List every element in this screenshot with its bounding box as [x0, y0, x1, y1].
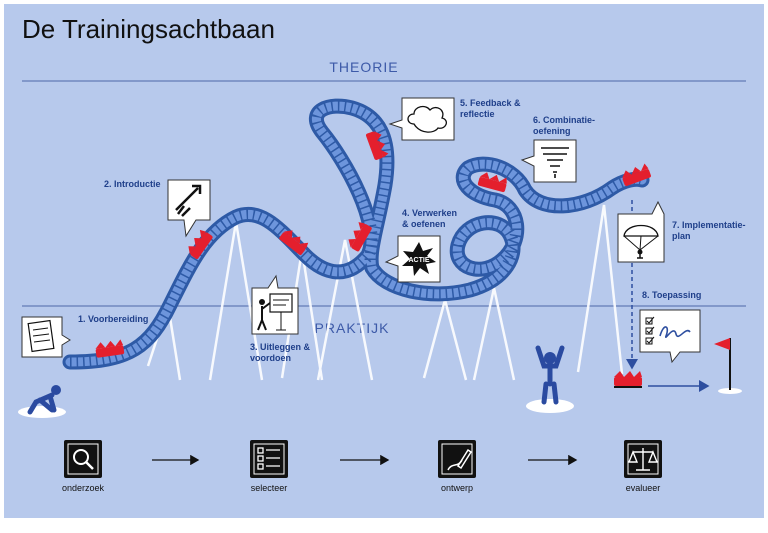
cart-1 — [95, 339, 125, 358]
coaster-track — [62, 98, 650, 370]
step-4-verwerken: 4. Verwerken & oefenen ACTIE — [384, 208, 457, 283]
process-label-ontwerp: ontwerp — [441, 483, 473, 493]
step-5-feedback: 5. Feedback & reflectie — [388, 97, 521, 141]
checklist-icon — [645, 317, 653, 325]
zone-practice-label: PRAKTIJK — [315, 320, 390, 336]
step-2-introductie: 2. Introductie — [104, 179, 211, 238]
step-1-label: 1. Voorbereiding — [78, 314, 148, 324]
step-8-label: 8. Toepassing — [642, 290, 701, 300]
step-6-combinatie: 6. Combinatie- oefening — [520, 115, 595, 183]
squiggle-icon — [659, 326, 691, 339]
step-5-label-line2: reflectie — [460, 109, 495, 119]
parachute-icon — [623, 224, 659, 237]
process-selecteer: selecteer — [250, 440, 288, 493]
process-label-selecteer: selecteer — [251, 483, 288, 493]
cart-2 — [188, 229, 213, 259]
action-burst-icon — [402, 242, 436, 276]
step-7-label-line1: 7. Implementatie- — [672, 220, 746, 230]
process-row: onderzoek selecteer ontwerp — [62, 440, 662, 493]
finish-flag-icon — [714, 338, 742, 394]
step-8-toepassing: 8. Toepassing — [639, 290, 701, 364]
process-label-evalueer: evalueer — [626, 483, 661, 493]
process-ontwerp: ontwerp — [438, 440, 476, 493]
scales-icon — [627, 448, 659, 471]
step-6-label-line2: oefening — [533, 126, 571, 136]
step-3-label-line1: 3. Uitleggen & — [250, 342, 311, 352]
step-3-uitleggen: 3. Uitleggen & voordoen — [250, 274, 311, 363]
process-evalueer: evalueer — [624, 440, 662, 493]
step-6-label-line1: 6. Combinatie- — [533, 115, 595, 125]
step-4-label-line1: 4. Verwerken — [402, 208, 457, 218]
cart-5 — [366, 131, 389, 160]
step-2-label: 2. Introductie — [104, 179, 161, 189]
process-label-onderzoek: onderzoek — [62, 483, 105, 493]
cart-7 — [622, 163, 651, 186]
starting-runner-icon — [18, 385, 66, 418]
action-badge: ACTIE — [409, 257, 430, 264]
step-5-label-line1: 5. Feedback & — [460, 98, 521, 108]
cart-landed — [614, 371, 642, 388]
coaster-carts — [95, 131, 651, 388]
zone-theory-label: THEORIE — [329, 59, 398, 75]
page-title: De Trainingsachtbaan — [22, 14, 275, 44]
checklist-icon — [257, 447, 280, 470]
step-3-label-line2: voordoen — [250, 353, 291, 363]
process-onderzoek: onderzoek — [62, 440, 105, 493]
tornado-icon — [541, 147, 569, 178]
pen-drawing-icon — [447, 448, 473, 471]
cart-3 — [279, 230, 309, 255]
step-7-label-line2: plan — [672, 231, 691, 241]
clipboard-icon — [27, 319, 55, 353]
magnifier-icon — [73, 449, 89, 465]
arrow-up-icon — [175, 184, 202, 217]
step-1-voorbereiding: 1. Voorbereiding — [21, 314, 148, 358]
thought-cloud-icon — [407, 105, 447, 133]
cart-6 — [477, 172, 507, 193]
cart-4 — [348, 222, 372, 252]
cheering-person-icon — [526, 345, 574, 413]
step-7-implementatieplan: 7. Implementatie- plan — [617, 200, 746, 263]
step-4-label-line2: & oefenen — [402, 219, 446, 229]
